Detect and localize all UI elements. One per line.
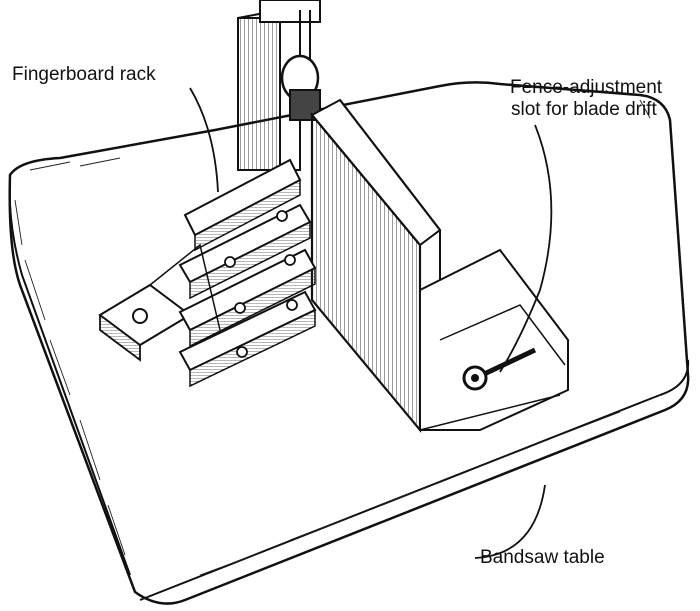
fence-adjustment-label-line1: Fence-adjustment (510, 77, 663, 98)
leader-table (474, 484, 546, 559)
fingerboard-rack-label: Fingerboard rack (12, 64, 156, 85)
leader-fingerboard (189, 87, 219, 193)
saw-column (237, 0, 321, 171)
leader-lines (189, 87, 553, 559)
fingerboard-rack (98, 158, 317, 388)
fence-adjustment-slot (462, 347, 537, 391)
fence-adjustment-label-line2: slot for blade drift (511, 99, 657, 120)
leader-fence (499, 124, 553, 373)
fence (310, 98, 569, 434)
bandsaw-table-label: Bandsaw table (480, 547, 605, 568)
